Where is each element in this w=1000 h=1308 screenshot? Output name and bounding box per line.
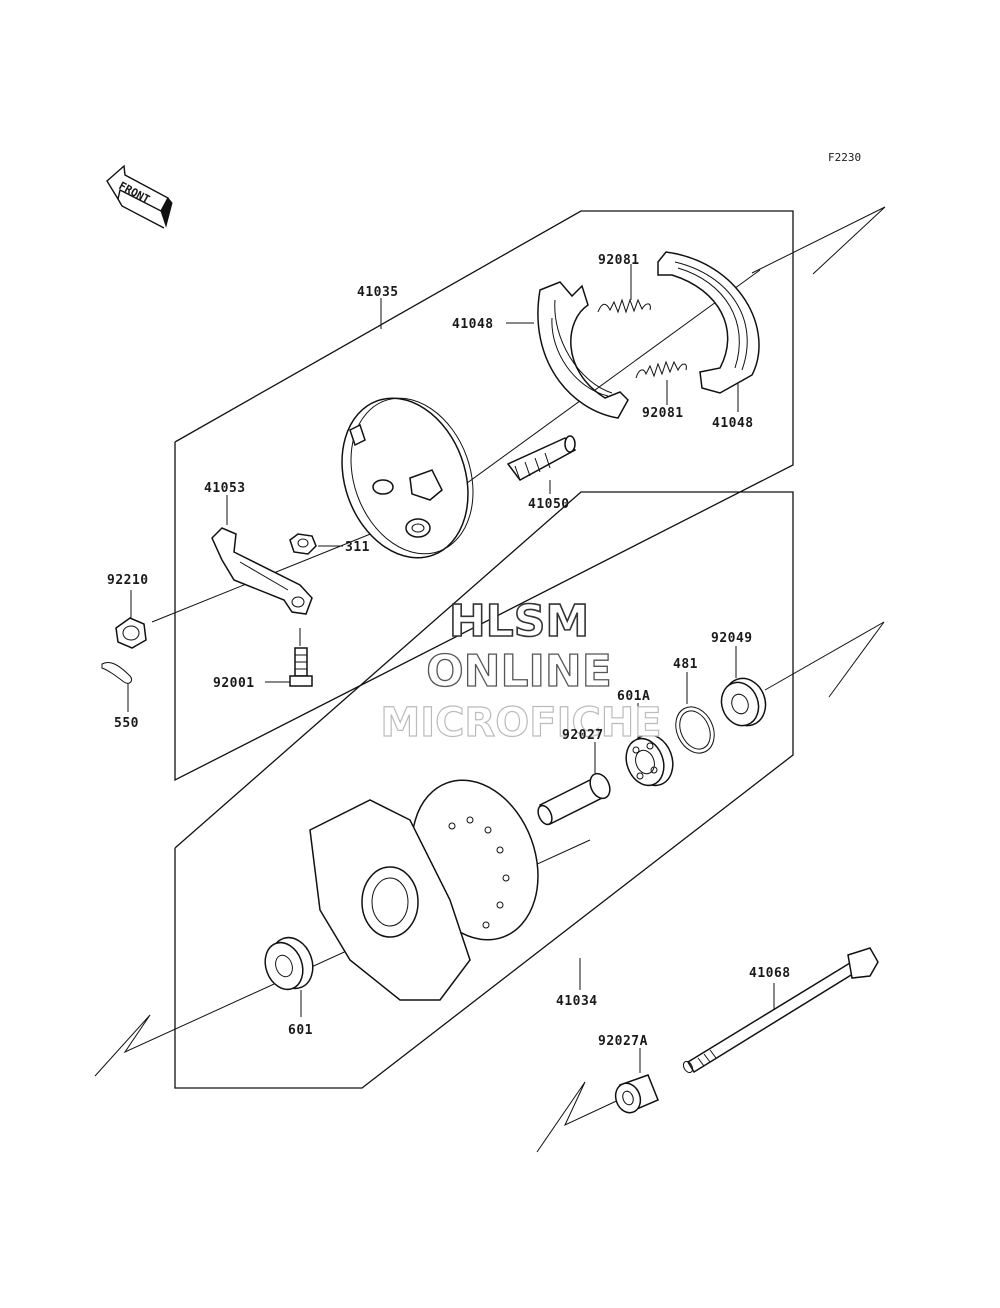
label-41048-bottom: 41048 [712, 416, 754, 431]
label-92049: 92049 [711, 631, 753, 646]
label-41053: 41053 [204, 481, 246, 496]
label-92001: 92001 [213, 676, 255, 691]
watermark: HLSM ONLINE MICROFICHE [380, 595, 662, 746]
axis-line-upper [151, 206, 886, 623]
label-481: 481 [673, 657, 698, 672]
watermark-line2: ONLINE [426, 646, 612, 697]
label-311: 311 [345, 540, 370, 555]
bearing-601A [625, 733, 674, 787]
spring-upper [597, 298, 651, 314]
label-41035: 41035 [357, 285, 399, 300]
bolt-92001 [289, 647, 313, 687]
cotter-pin-550 [101, 662, 133, 684]
label-92210: 92210 [107, 573, 149, 588]
figure-code: F2230 [828, 151, 861, 164]
watermark-line3: MICROFICHE [380, 700, 661, 746]
label-41034: 41034 [556, 994, 598, 1009]
bearing-601 [264, 936, 314, 991]
label-92081-bottom: 92081 [642, 406, 684, 421]
label-41068: 41068 [749, 966, 791, 981]
brake-shoe-right [657, 251, 760, 394]
brake-cam [506, 435, 577, 481]
spacer-92027 [537, 772, 611, 826]
brake-lever [211, 527, 313, 615]
front-direction-arrow: FRONT [106, 164, 173, 229]
part-labels: 41035 41048 92081 92081 41048 41053 4105… [107, 253, 791, 1049]
wheel-hub [309, 779, 539, 1001]
axle-41068 [682, 947, 879, 1074]
leader-lines [127, 264, 775, 1073]
label-92027: 92027 [562, 728, 604, 743]
label-92027A: 92027A [598, 1034, 648, 1049]
collar-92027A [614, 1074, 659, 1114]
nut-311 [289, 533, 317, 555]
label-92081-top: 92081 [598, 253, 640, 268]
hub-assembly-outline [174, 491, 794, 1089]
brake-shoe-left [537, 281, 629, 419]
watermark-line1: HLSM [449, 596, 589, 647]
label-601A: 601A [617, 689, 650, 704]
label-601: 601 [288, 1023, 313, 1038]
spring-lower [635, 360, 687, 379]
brake-panel-assembly-outline [174, 210, 794, 782]
nut-92210 [115, 617, 147, 649]
label-550: 550 [114, 716, 139, 731]
circlip-481 [675, 706, 715, 754]
brake-panel [341, 397, 474, 559]
oil-seal-92049 [720, 677, 767, 727]
label-41050: 41050 [528, 497, 570, 512]
label-41048-top: 41048 [452, 317, 494, 332]
